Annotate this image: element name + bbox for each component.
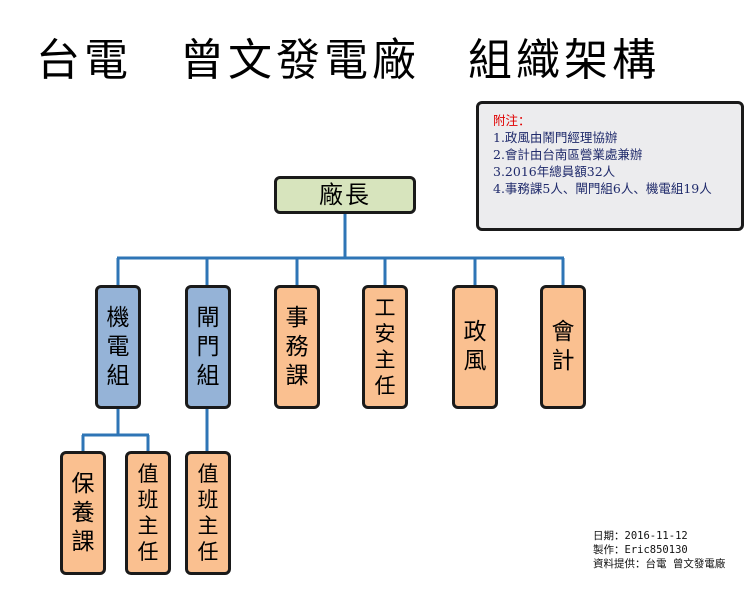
note-line: 1.政風由鬧門經理協辦 bbox=[493, 130, 618, 145]
note-line: 2.會計由台南區營業處兼辦 bbox=[493, 147, 643, 162]
node-gate-shift-supervisor: 值班主任 bbox=[185, 451, 231, 575]
footer-date: 日期：2016-11-12 bbox=[593, 530, 688, 542]
notes-heading: 附注： bbox=[493, 113, 531, 128]
node-accounting: 會計 bbox=[540, 285, 586, 409]
note-line: 3.2016年總員額32人 bbox=[493, 164, 616, 179]
node-plant-manager: 廠長 bbox=[274, 176, 416, 214]
note-line: 4.事務課5人、閘門組6人、機電組19人 bbox=[493, 181, 712, 196]
footer-info: 日期：2016-11-12 製作：Eric850130 資料提供：台電 曾文發電… bbox=[593, 529, 725, 571]
footer-source: 資料提供：台電 曾文發電廠 bbox=[593, 558, 726, 570]
node-ethics: 政風 bbox=[452, 285, 498, 409]
node-mech-shift-supervisor: 值班主任 bbox=[125, 451, 171, 575]
notes-panel: 附注： 1.政風由鬧門經理協辦 2.會計由台南區營業處兼辦 3.2016年總員額… bbox=[476, 101, 744, 231]
node-mech-group: 機電組 bbox=[95, 285, 141, 409]
node-safety-director: 工安主任 bbox=[362, 285, 408, 409]
footer-author: 製作：Eric850130 bbox=[593, 544, 688, 556]
node-gate-group: 閘門組 bbox=[185, 285, 231, 409]
node-general-affairs: 事務課 bbox=[274, 285, 320, 409]
page-title: 台電 曾文發電廠 組織架構 bbox=[36, 35, 660, 86]
node-maintenance: 保養課 bbox=[60, 451, 106, 575]
